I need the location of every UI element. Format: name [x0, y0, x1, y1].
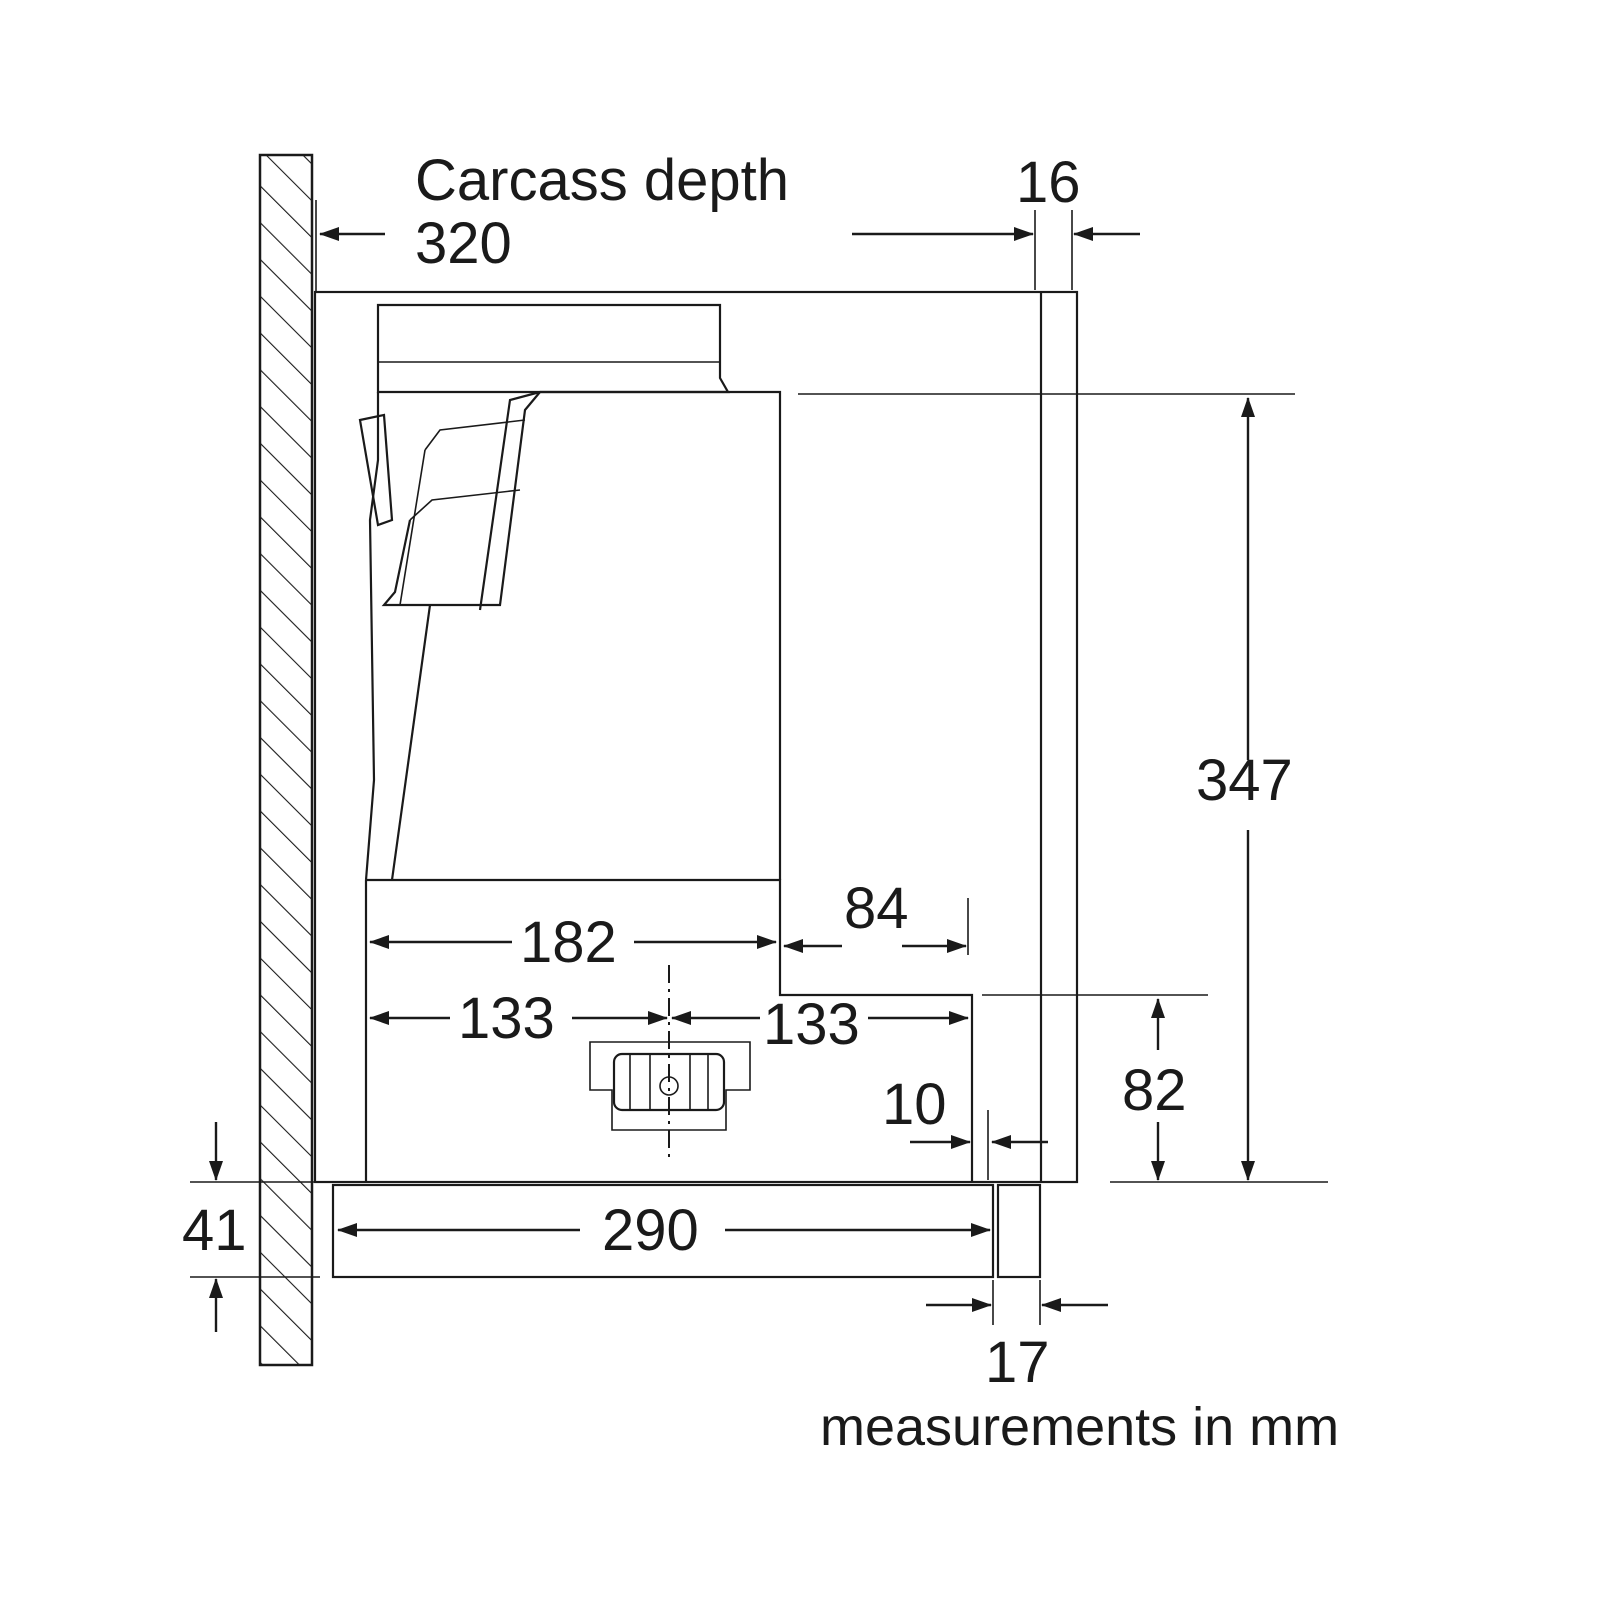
dim-133-right-label: 133 — [763, 992, 860, 1057]
carcass-depth-value: 320 — [415, 211, 512, 276]
cabinet-outline — [313, 290, 1079, 1184]
dim-82-label: 82 — [1122, 1058, 1187, 1123]
dimension-arrows — [209, 227, 1255, 1332]
dim-133-left-label: 133 — [458, 986, 555, 1051]
dim-16-label: 16 — [1016, 150, 1081, 215]
dim-84-label: 84 — [844, 876, 909, 941]
dim-347-label: 347 — [1196, 748, 1293, 813]
front-trim — [996, 1183, 1042, 1279]
extension-lines — [190, 200, 1328, 1325]
dim-290-label: 290 — [602, 1198, 699, 1263]
dim-41-label: 41 — [182, 1198, 247, 1263]
carcass-depth-label: Carcass depth — [415, 148, 789, 213]
dim-10-label: 10 — [882, 1072, 947, 1137]
dim-17-label: 17 — [985, 1330, 1050, 1395]
hood-upper-body — [358, 303, 782, 881]
units-note: measurements in mm — [820, 1397, 1339, 1457]
wall-hatched — [258, 153, 314, 1367]
dim-182-label: 182 — [520, 910, 617, 975]
hood-lower-body — [364, 878, 974, 1182]
